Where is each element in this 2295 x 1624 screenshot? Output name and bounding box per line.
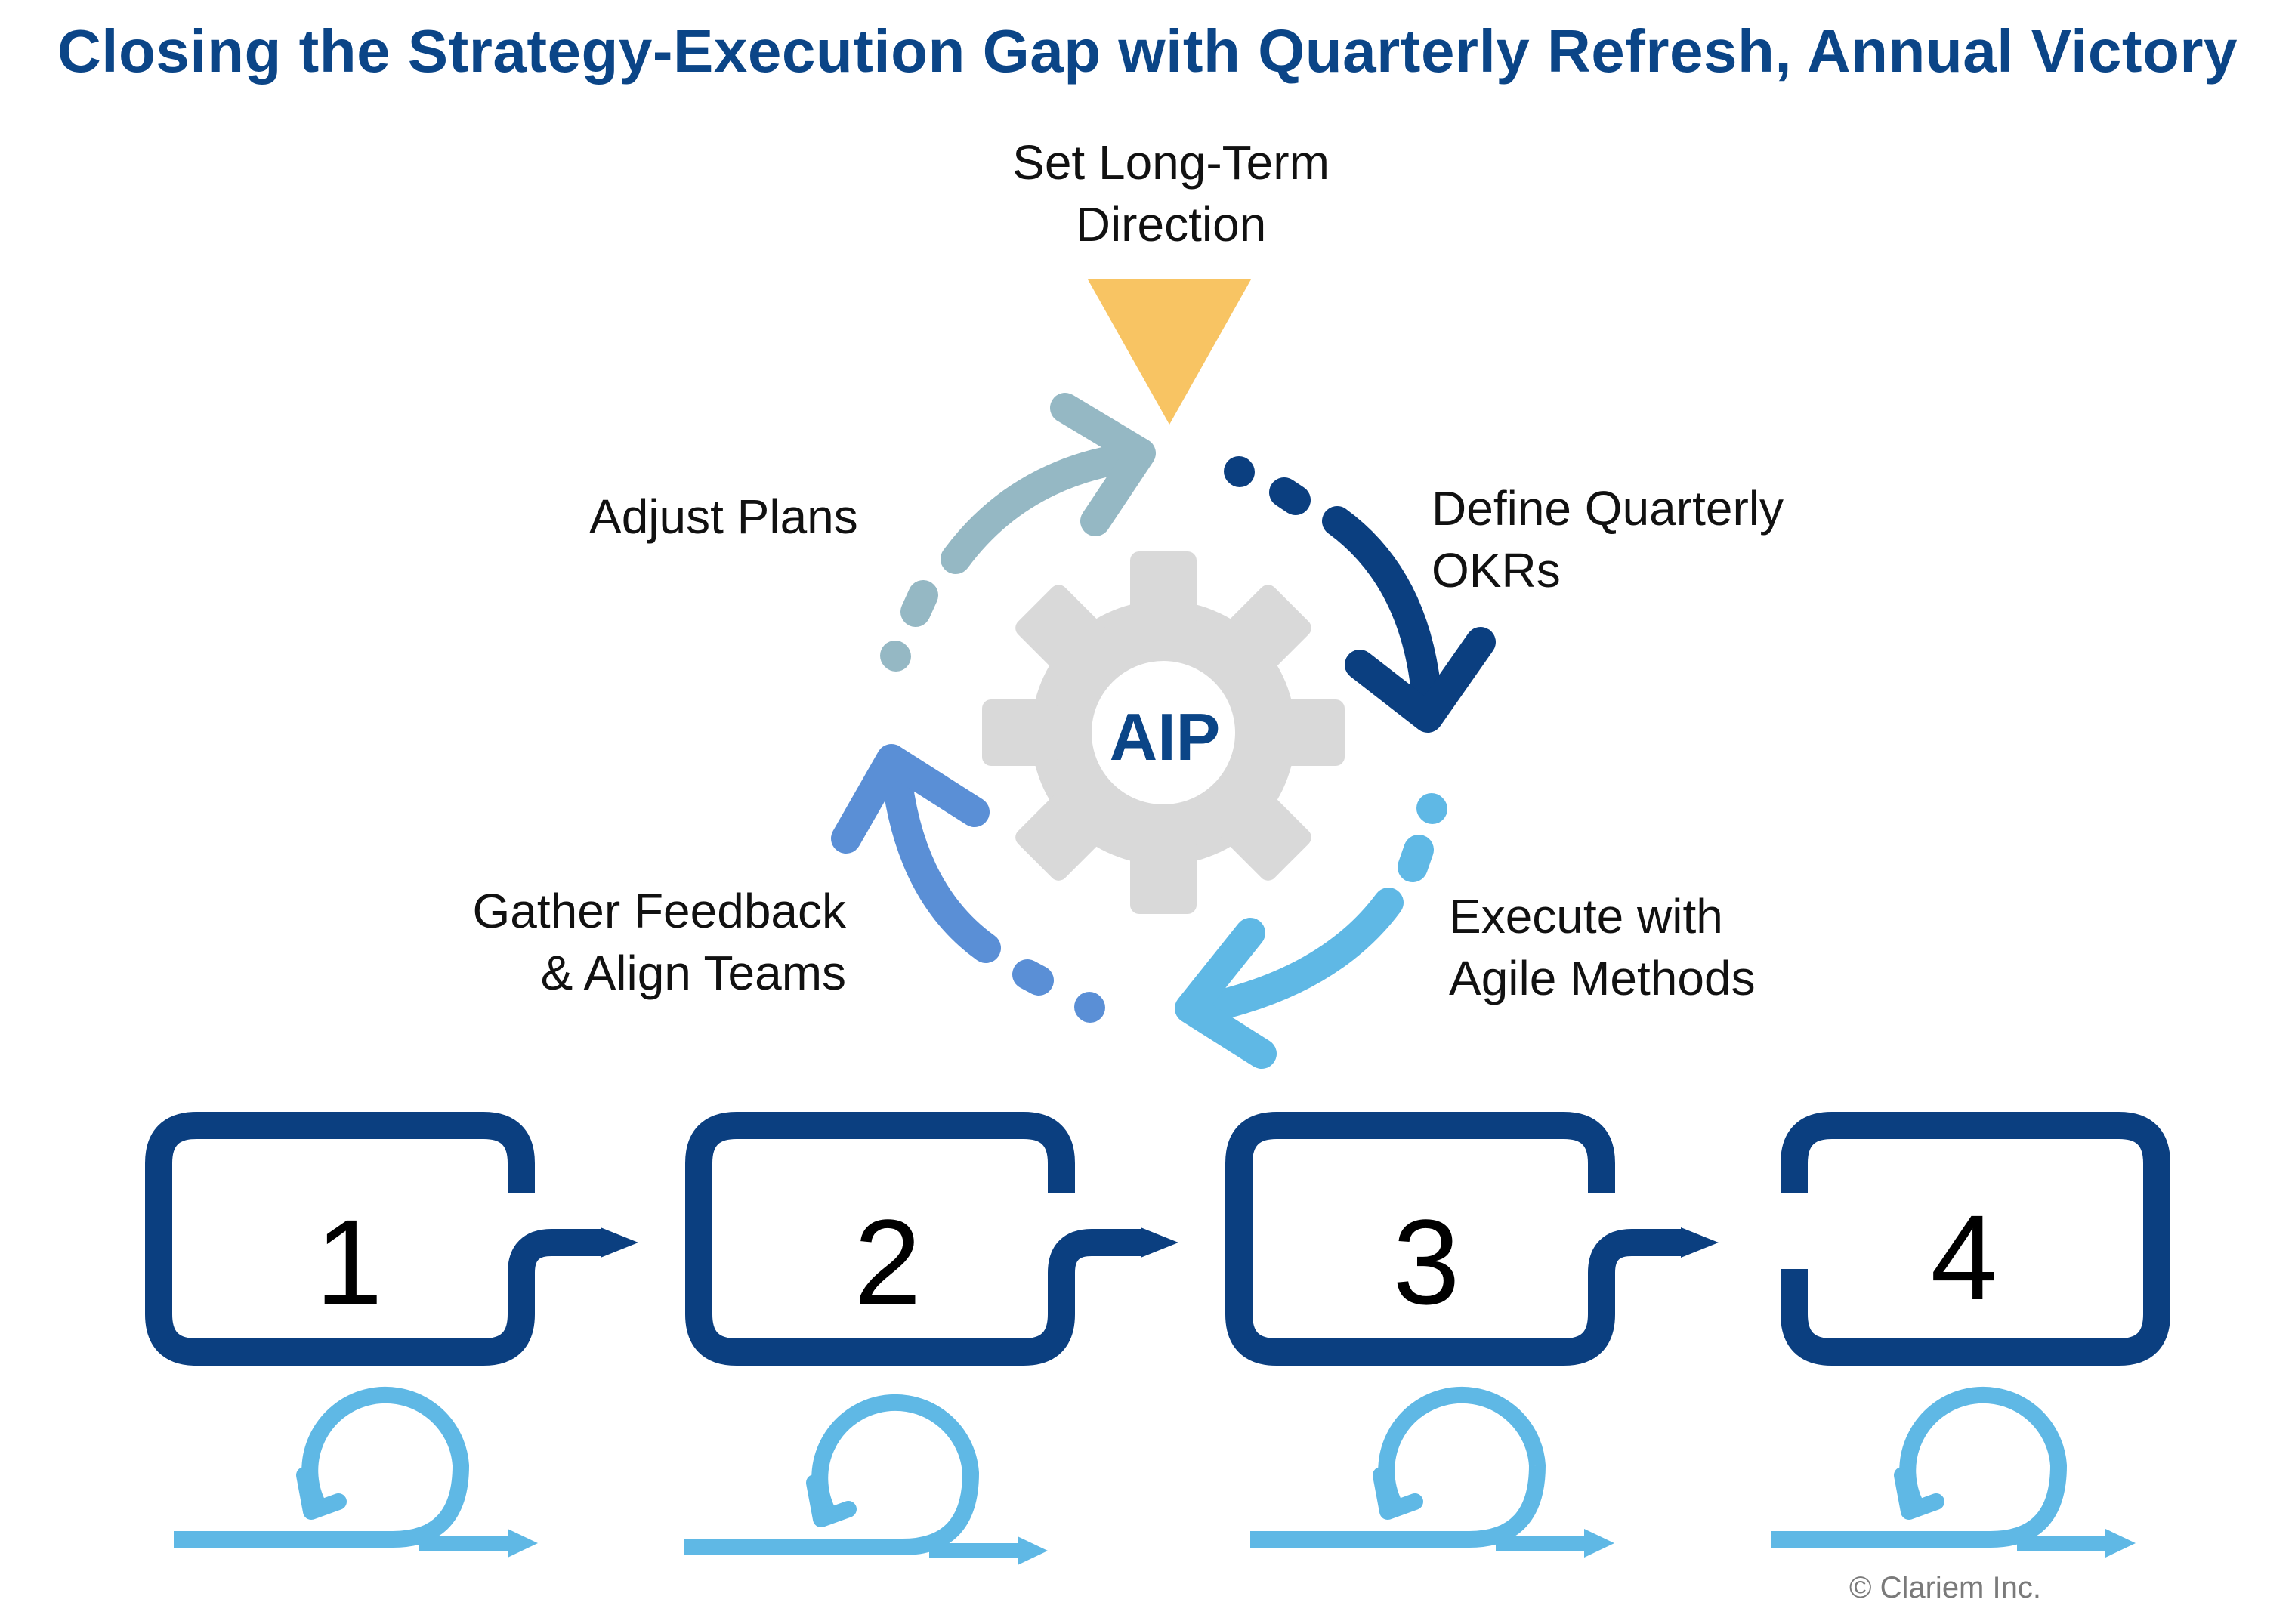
sprint-loop-icon [1771,1386,2111,1551]
sprint-loop-icon [1250,1386,1590,1551]
sprint-loop-icon [174,1386,514,1551]
label-gather-feedback: Gather Feedback & Align Teams [472,884,847,1000]
hub-label: AIP [1110,699,1221,774]
flow-arrow-icon [1584,1529,1614,1558]
flow-arrow-icon [1681,1227,1719,1258]
cycle-arrow-icon [1224,456,1496,733]
quarter-number: 1 [316,1194,383,1329]
quarter-number: 2 [854,1194,922,1329]
quarter-box [1225,1112,1719,1366]
flow-arrow-icon [1141,1227,1178,1258]
cycle-arrow-icon [831,744,1105,1023]
copyright: © Clariem Inc. [1849,1571,2041,1604]
flow-arrow-icon [601,1227,638,1258]
flow-arrow-icon [1018,1536,1048,1565]
label-set-direction: Set Long-Term Direction [1012,135,1330,252]
quarter-box [145,1112,638,1366]
page-title: Closing the Strategy-Execution Gap with … [57,17,2238,85]
flow-arrow-icon [508,1529,538,1558]
flow-arrow-icon [2105,1529,2136,1558]
quarter-box [1781,1112,2170,1366]
gear-icon [982,551,1345,914]
cycle-arrow-icon [1175,793,1447,1069]
label-define-okrs: Define Quarterly OKRs [1432,481,1784,597]
cycle-arrow-icon [880,393,1156,672]
quarter-number: 4 [1931,1190,1998,1325]
label-adjust-plans: Adjust Plans [589,489,858,544]
label-execute: Execute with Agile Methods [1449,889,1756,1005]
direction-triangle-icon [1088,279,1251,425]
quarter-number: 3 [1393,1194,1460,1329]
sprint-loop-icon [684,1394,1024,1558]
quarter-box [685,1112,1178,1366]
